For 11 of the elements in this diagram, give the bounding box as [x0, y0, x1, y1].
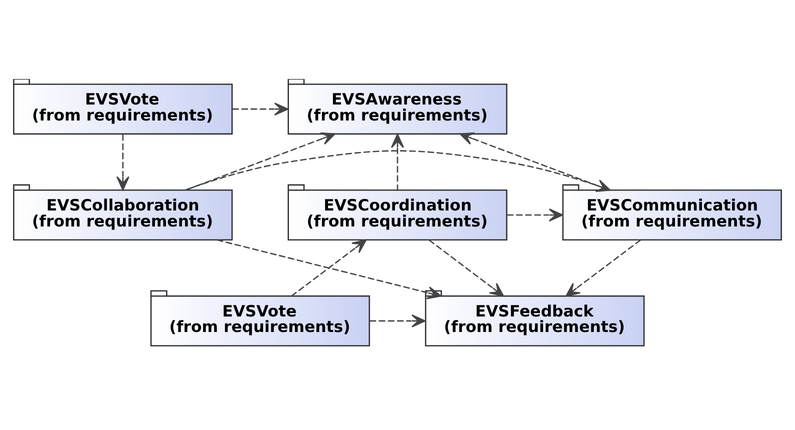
- arrow: [390, 134, 404, 190]
- arrow: [566, 239, 641, 297]
- arrow: [428, 239, 504, 297]
- arrow: [232, 102, 288, 116]
- arrow: [370, 314, 426, 328]
- arrow: [186, 132, 336, 191]
- arrow: [184, 150, 611, 192]
- arrow: [116, 134, 130, 191]
- arrow: [216, 239, 442, 300]
- arrow: [291, 239, 367, 297]
- arrow: [506, 208, 564, 222]
